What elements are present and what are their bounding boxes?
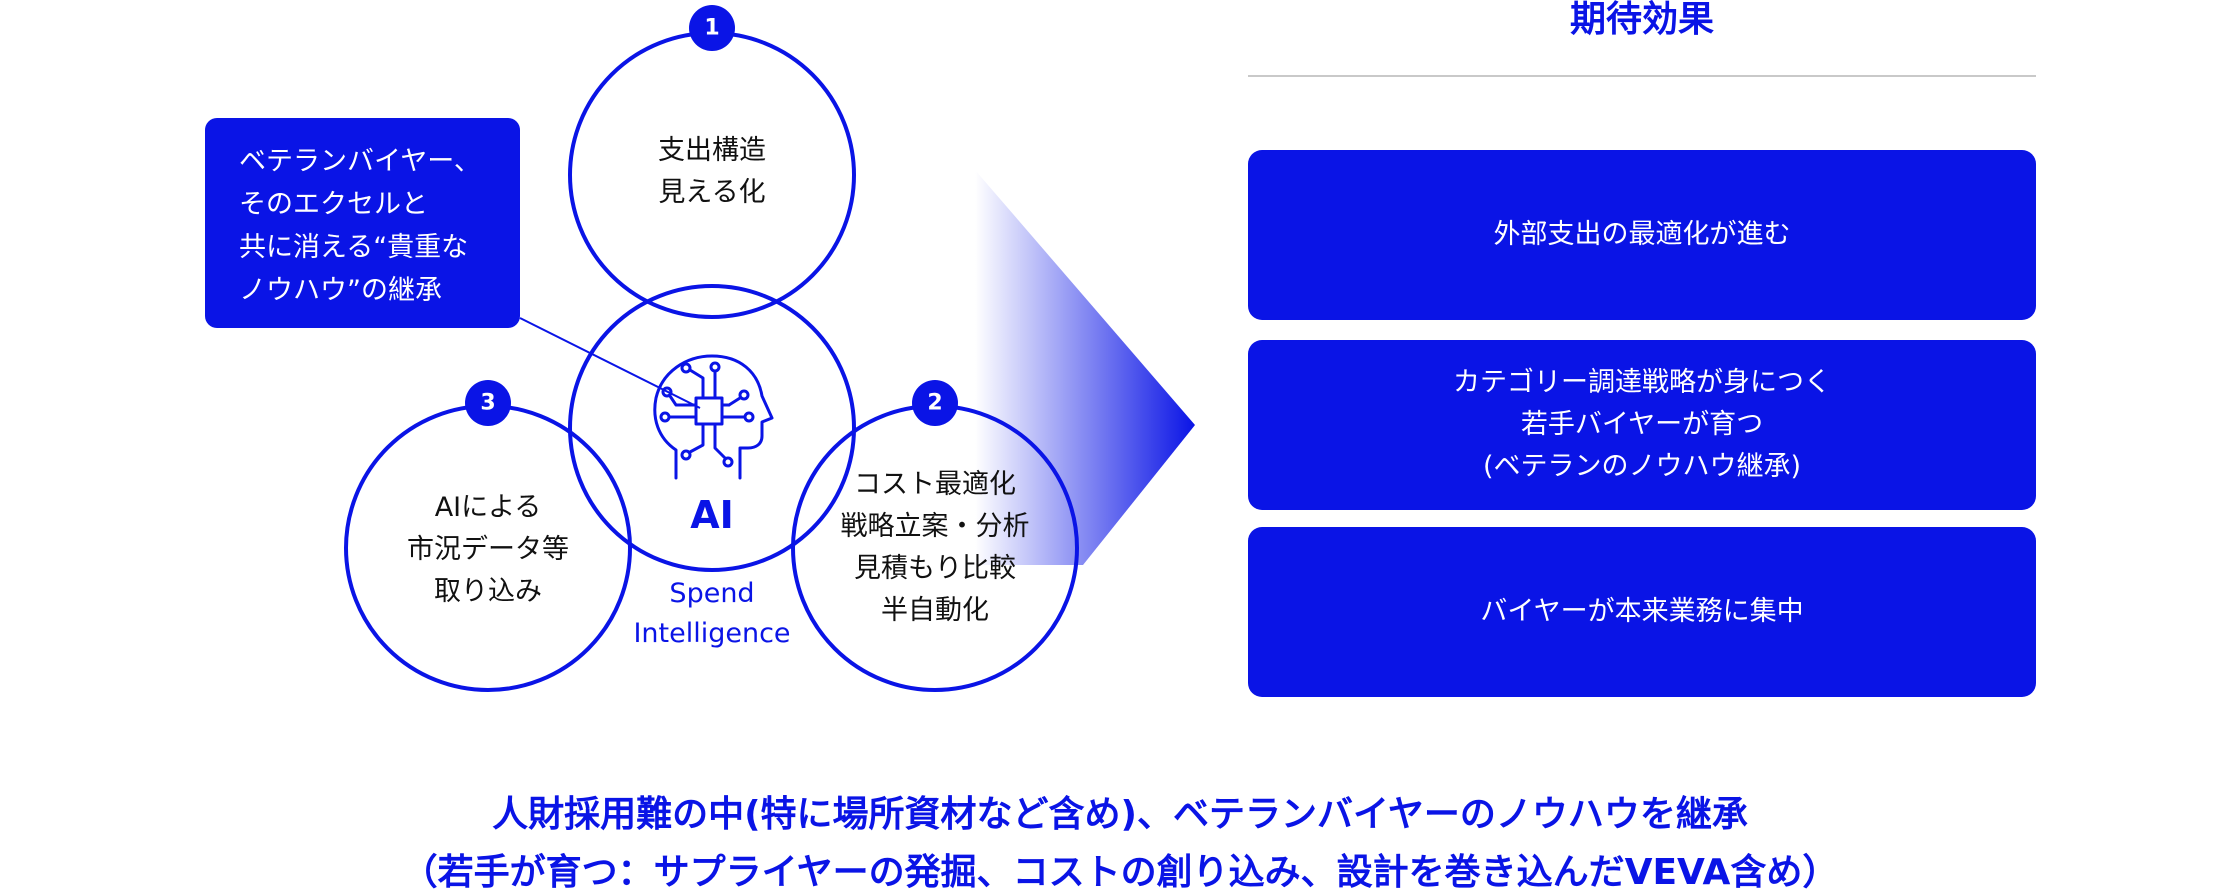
circle-1-line: 支出構造 [658, 135, 766, 166]
effect-text: カテゴリー調達戦略が身につく 若手バイヤーが育つ (ベテランのノウハウ継承) [1453, 367, 1831, 482]
effect-box: カテゴリー調達戦略が身につく 若手バイヤーが育つ (ベテランのノウハウ継承) [1248, 340, 2036, 510]
effects-title: 期待効果 [1569, 0, 1714, 40]
callout-line: ベテランバイヤー、 [239, 146, 481, 177]
circle-1-line: 見える化 [658, 177, 766, 208]
number-badge-3 [465, 380, 511, 426]
circle-3-line: 取り込み [434, 576, 542, 607]
center-circle [568, 284, 856, 572]
circle-3-text: AIによる 市況データ等 取り込み [407, 487, 569, 613]
callout-line: 共に消える“貴重な [239, 232, 469, 263]
gradient-arrow [975, 170, 1195, 565]
circle-1-text: 支出構造 見える化 [658, 130, 766, 214]
circle-3-line: 市況データ等 [407, 534, 569, 565]
number-badge-2 [912, 380, 958, 426]
footer-line-2: （若手が育つ：サプライヤーの発掘、コストの創り込み、設計を巻き込んだVEVA含め… [401, 852, 1839, 893]
spend-label-line: Spend [669, 578, 755, 609]
number-badge-1 [689, 5, 735, 51]
callout-line: そのエクセルと [239, 189, 428, 220]
circle-2-line: 見積もり比較 [854, 553, 1016, 584]
ai-brain-chip-icon [653, 354, 774, 480]
circle-2-line: コスト最適化 [854, 469, 1016, 500]
effect-text: 外部支出の最適化が進む [1493, 219, 1791, 250]
spend-intelligence-label: Spend Intelligence [633, 574, 790, 654]
knowledge-callout: ベテランバイヤー、 そのエクセルと 共に消える“貴重な ノウハウ”の継承 [205, 118, 520, 328]
callout-text: ベテランバイヤー、 そのエクセルと 共に消える“貴重な ノウハウ”の継承 [239, 140, 481, 312]
ai-label: AI [690, 493, 734, 537]
number-1: 1 [704, 15, 720, 41]
circle-3-line: AIによる [434, 492, 542, 523]
effect-box: 外部支出の最適化が進む [1248, 150, 2036, 320]
effect-text: バイヤーが本来業務に集中 [1480, 596, 1804, 627]
callout-line: ノウハウ”の継承 [239, 275, 442, 306]
number-2: 2 [927, 390, 943, 416]
effect-box: バイヤーが本来業務に集中 [1248, 527, 2036, 697]
effects-divider [1248, 75, 2036, 77]
circle-2-text: コスト最適化 戦略立案・分析 見積もり比較 半自動化 [841, 464, 1030, 632]
number-3: 3 [480, 390, 496, 416]
footer-line-1: 人財採用難の中(特に場所資材など含め)、ベテランバイヤーのノウハウを継承 [492, 794, 1748, 835]
circle-2-line: 半自動化 [881, 595, 989, 626]
spend-label-line: Intelligence [633, 618, 791, 649]
circle-2-line: 戦略立案・分析 [840, 511, 1030, 542]
